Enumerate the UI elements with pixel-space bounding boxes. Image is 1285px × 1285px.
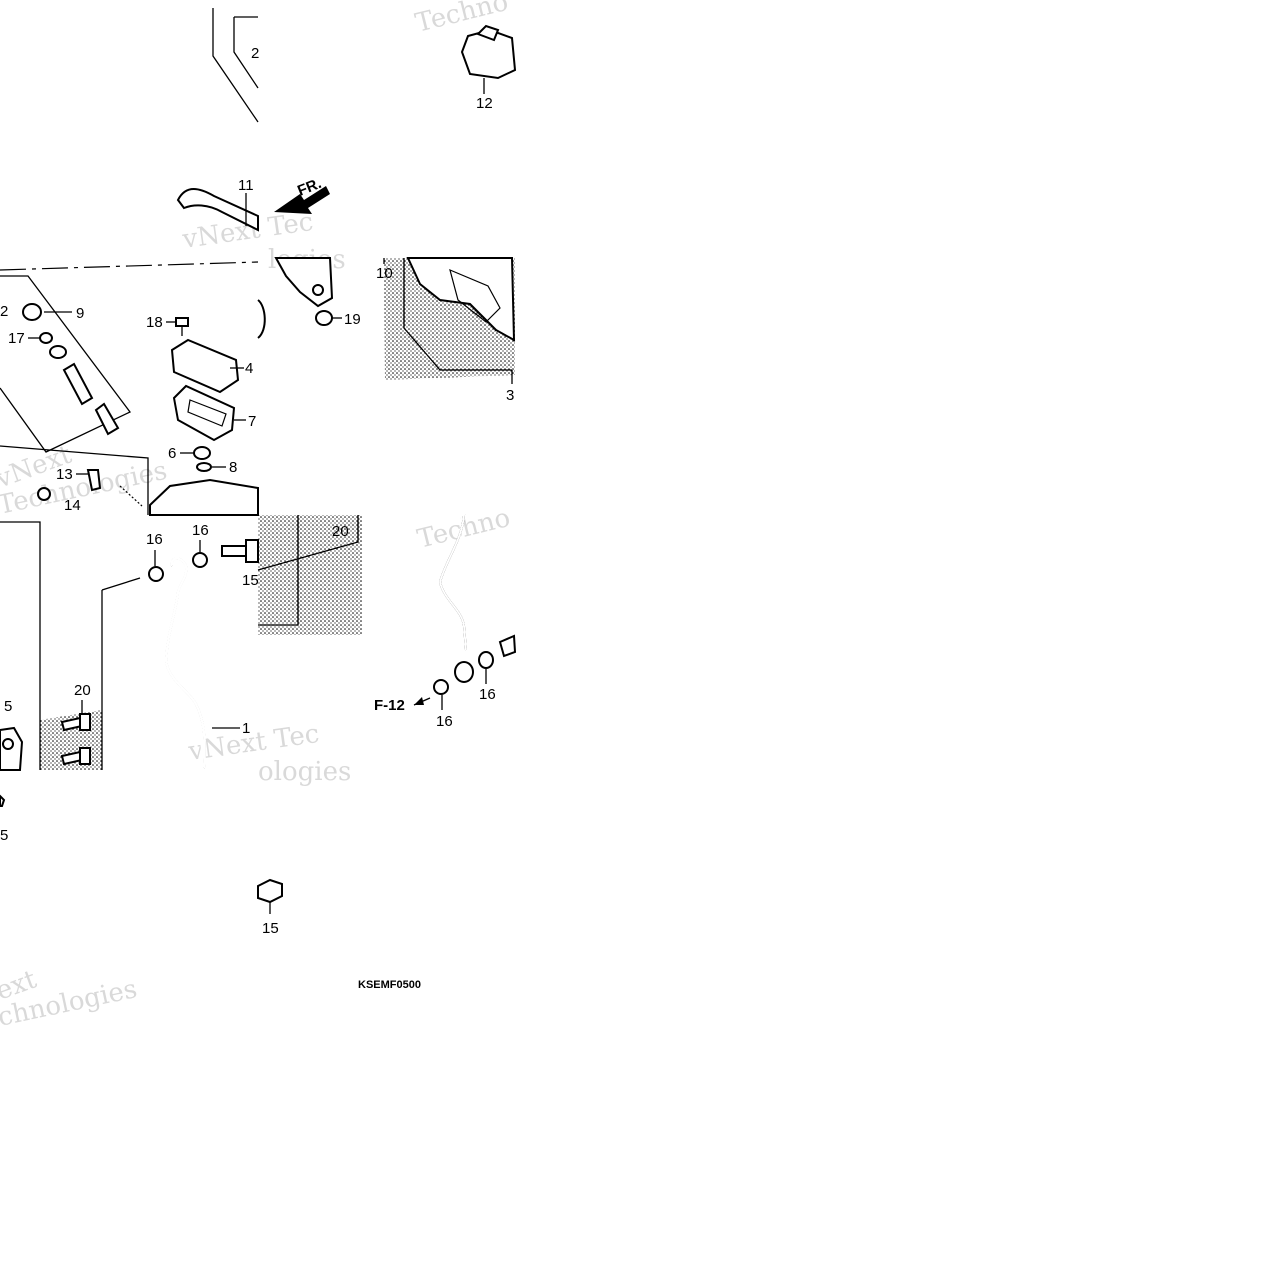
callout-13: 13	[56, 466, 73, 483]
callout-16b: 16	[192, 522, 209, 539]
callout-16d: 16	[436, 713, 453, 730]
callout-18: 18	[146, 314, 163, 331]
callout-6: 6	[168, 445, 176, 462]
parts-group-bottom: 16 16 15 1 20 20 5 16	[0, 514, 517, 991]
callout-10: 10	[376, 265, 393, 282]
callout-5a: 5	[4, 698, 12, 715]
callout-3: 3	[506, 387, 514, 404]
callout-9: 9	[76, 305, 84, 322]
callout-8: 8	[229, 459, 237, 476]
callout-7: 7	[248, 413, 256, 430]
callout-5b: 5	[0, 827, 8, 844]
callout-20a: 20	[332, 523, 349, 540]
callout-16a: 16	[146, 531, 163, 548]
callout-14: 14	[64, 497, 81, 514]
callout-1: 1	[242, 720, 250, 737]
svg-text:ologies: ologies	[258, 757, 351, 787]
callout-12: 12	[476, 95, 493, 112]
parts-group-top: 2 12 11 FR.	[176, 8, 517, 232]
drawing-code: KSEMF0500	[358, 979, 421, 991]
callout-16c: 16	[479, 686, 496, 703]
callout-4: 4	[245, 360, 253, 377]
callout-17: 17	[8, 330, 25, 347]
callout-15a: 15	[242, 572, 259, 589]
callout-15b: 15	[262, 920, 279, 937]
watermark: Techno vNext Tec logies vNext Technologi…	[0, 0, 513, 1033]
callout-2a: 2	[251, 45, 259, 62]
cross-reference: F-12	[374, 697, 405, 714]
callout-11: 11	[238, 177, 254, 194]
callout-19: 19	[344, 311, 361, 328]
callout-20b: 20	[74, 682, 91, 699]
callout-2b: 2	[0, 303, 8, 320]
parts-group-middle: 2 9 17 18 4 7 6 8 13	[0, 257, 516, 516]
svg-text:Techno: Techno	[414, 503, 513, 555]
